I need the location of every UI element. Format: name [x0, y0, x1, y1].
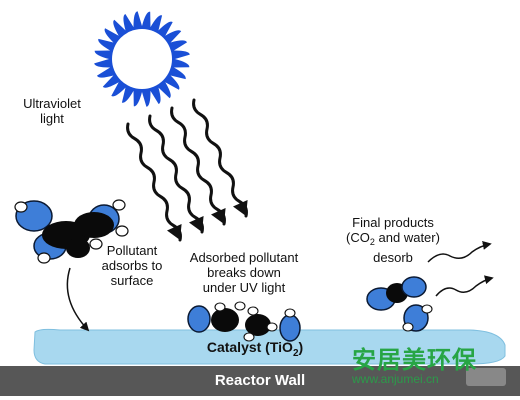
- uv-ray-1: [126, 122, 182, 242]
- uv-ray-4: [192, 98, 248, 218]
- sun-core: [112, 29, 172, 89]
- pollutant-molecule: [14, 199, 129, 264]
- watermark-url: www.anjumei.cn: [352, 372, 439, 386]
- uv-ray-3: [170, 106, 226, 226]
- reactor-wall: [0, 366, 520, 396]
- adsorbed-pollutant-label: Adsorbed pollutant breaks down under UV …: [189, 250, 299, 295]
- desorb-arrows: [427, 241, 494, 297]
- uv-ray-arrowhead-2: [189, 216, 204, 232]
- sun-icon: [94, 11, 190, 107]
- adsorb-arrow: [66, 267, 90, 332]
- pollutant-adsorbs-label: Pollutant adsorbs to surface: [101, 243, 163, 288]
- uv-ray-arrowhead-1: [167, 224, 182, 240]
- final-products-label: Final products (CO2 and water) desorb: [346, 215, 440, 265]
- product-molecules: [366, 276, 433, 332]
- uv-ray-arrowhead-4: [233, 200, 248, 216]
- catalyst-label: Catalyst (TiO2): [206, 339, 304, 360]
- catalyst-layer: [33, 328, 506, 365]
- watermark-logo: [466, 368, 506, 386]
- fragment-molecules: [187, 301, 301, 342]
- watermark-chinese-text: 安居美环保: [352, 346, 477, 374]
- uv-rays: [126, 98, 248, 242]
- uv-ray-2: [148, 114, 204, 234]
- reactor-wall-label: Reactor Wall: [214, 372, 306, 389]
- uv-ray-arrowhead-3: [211, 208, 226, 224]
- uv-light-label: Ultraviolet light: [23, 96, 81, 126]
